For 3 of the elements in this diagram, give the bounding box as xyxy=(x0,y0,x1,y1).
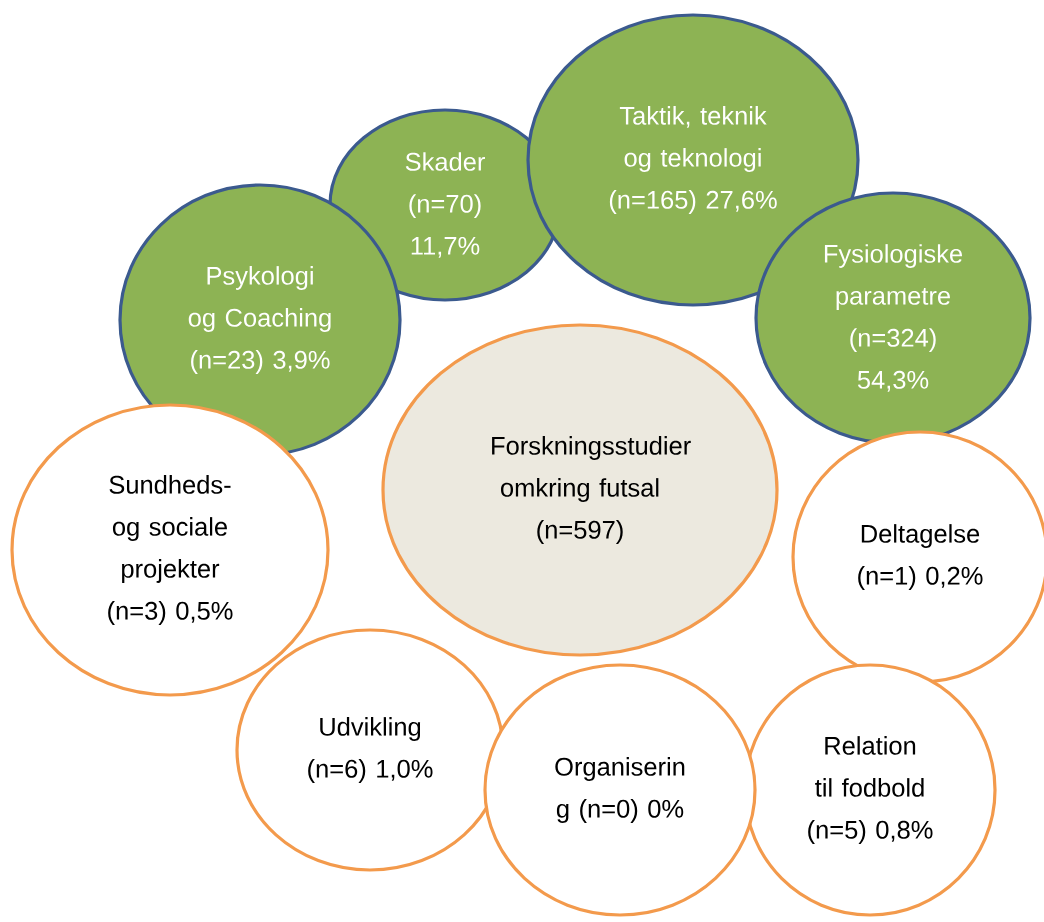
node-label: Organiserin g (n=0) 0% xyxy=(555,757,685,823)
node-label: Relation til fodbold (n=5) 0,8% xyxy=(808,736,933,844)
node-label: Deltagelse (n=1) 0,2% xyxy=(858,524,983,590)
